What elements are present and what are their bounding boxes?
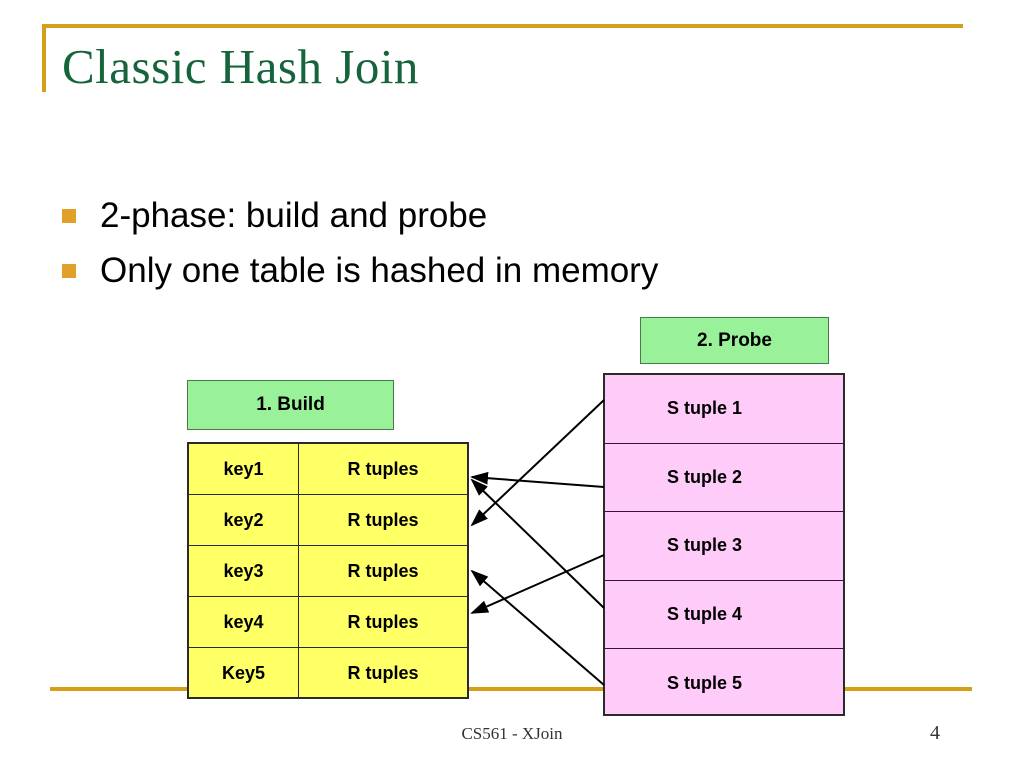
- probe-arrow-s2-key1: [470, 471, 605, 488]
- page-title: Classic Hash Join: [62, 39, 419, 94]
- bullet-text: 2-phase: build and probe: [100, 195, 488, 235]
- hash-key-cell: key4: [189, 597, 299, 647]
- bullet-text: Only one table is hashed in memory: [100, 250, 659, 290]
- hash-key-cell: key2: [189, 495, 299, 545]
- table-row: key4 R tuples: [189, 597, 467, 648]
- hash-key-cell: key3: [189, 546, 299, 596]
- probe-arrow-s5-key3: [470, 569, 605, 686]
- s-tuple-table: S tuple 1 S tuple 2 S tuple 3 S tuple 4 …: [603, 373, 845, 716]
- hash-value-cell: R tuples: [347, 611, 419, 632]
- hash-key-cell: key1: [189, 444, 299, 494]
- bullet-list: 2-phase: build and probe Only one table …: [62, 188, 882, 298]
- footer-text: CS561 - XJoin: [461, 724, 563, 743]
- hash-value-cell: R tuples: [347, 509, 419, 530]
- probe-arrow-s3-key4: [470, 554, 605, 614]
- table-row: key1 R tuples: [189, 444, 467, 495]
- table-row: S tuple 1: [605, 375, 843, 444]
- hash-value-cell: R tuples: [347, 458, 419, 479]
- table-row: S tuple 4: [605, 581, 843, 649]
- hash-table: key1 R tuples key2 R tuples key3 R tuple…: [187, 442, 469, 699]
- list-item: 2-phase: build and probe: [62, 188, 882, 243]
- hash-value-cell: R tuples: [347, 663, 419, 683]
- table-row: S tuple 5: [667, 672, 743, 693]
- page-number: 4: [930, 722, 940, 744]
- hash-value-cell: R tuples: [347, 560, 419, 581]
- probe-arrow-s4-key1: [470, 478, 605, 609]
- square-bullet-icon: [62, 208, 76, 223]
- list-item: Only one table is hashed in memory: [62, 243, 882, 298]
- table-row: S tuple 2: [605, 444, 843, 512]
- bottom-accent-rule: [50, 687, 972, 691]
- table-row: Key5 R tuples: [189, 648, 467, 699]
- hash-key-cell: Key5: [189, 648, 299, 699]
- probe-arrow-s1-key2: [470, 399, 605, 527]
- probe-phase-label: 2. Probe: [640, 317, 829, 364]
- square-bullet-icon: [62, 263, 76, 278]
- table-row: key2 R tuples: [189, 495, 467, 546]
- top-accent-rule: [42, 24, 963, 28]
- table-row: S tuple 3: [605, 512, 843, 581]
- left-accent-rule: [42, 24, 46, 92]
- build-phase-label: 1. Build: [187, 380, 394, 430]
- table-row: key3 R tuples: [189, 546, 467, 597]
